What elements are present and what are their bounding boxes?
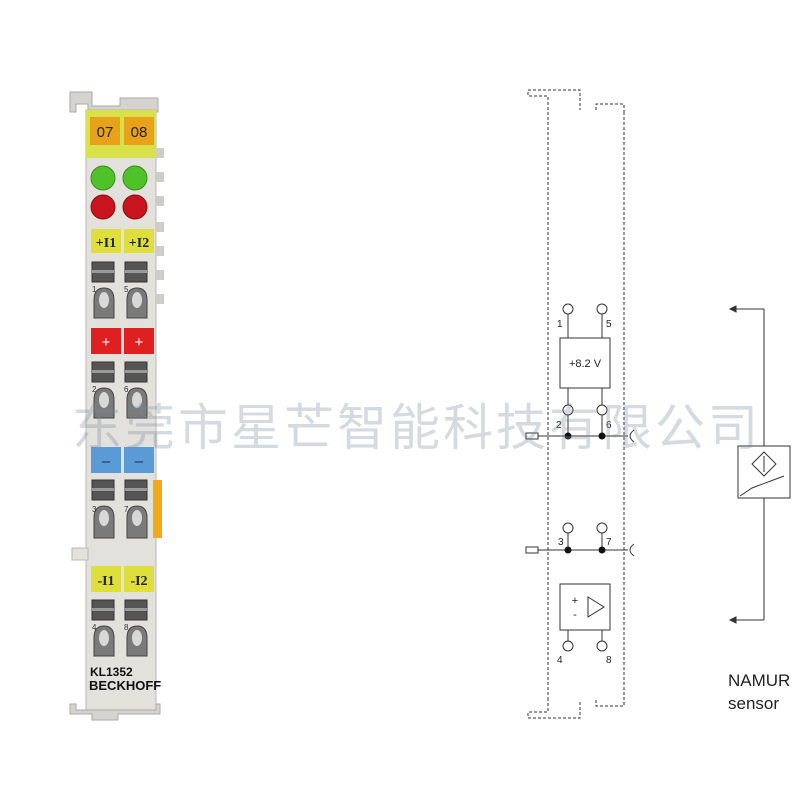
terminal-block-4-8 <box>91 599 148 657</box>
minus-label-2-text: – <box>135 453 144 470</box>
amplifier-box <box>559 583 611 631</box>
run-led-1 <box>90 165 116 191</box>
bus-stub-upper <box>525 432 539 440</box>
label-plus-i2-text: +I2 <box>129 236 149 251</box>
schematic-label-5: 5 <box>606 319 612 330</box>
plus-label-2 <box>124 328 154 354</box>
schematic-label-4: 4 <box>557 655 563 666</box>
terminal-number-6: 6 <box>124 385 129 394</box>
schematic-terminal-7 <box>596 522 608 534</box>
label-minus-i2 <box>124 566 154 592</box>
terminal-number-7: 7 <box>124 505 129 514</box>
schematic-label-8: 8 <box>606 655 612 666</box>
schematic-terminal-4 <box>562 640 574 652</box>
schematic-label-7: 7 <box>606 537 612 548</box>
label-plus-i1 <box>91 229 121 253</box>
label-plus-i1-text: +I1 <box>96 236 116 251</box>
channel-box-2 <box>124 117 154 145</box>
schematic-diagram <box>525 89 635 719</box>
side-notches <box>156 148 164 304</box>
sensor-label-line1: NAMUR <box>728 671 790 690</box>
terminal-block-2-6 <box>91 361 148 419</box>
supply-box <box>559 337 611 389</box>
bus-arc-upper <box>629 429 635 443</box>
supply-voltage-label: +8.2 V <box>569 358 602 370</box>
watermark: 东莞市星芒智能科技有限公司 <box>72 399 761 457</box>
amplifier-triangle <box>587 596 605 618</box>
model-label: KL1352 <box>90 665 133 679</box>
schematic-terminal-1 <box>562 303 574 315</box>
run-led-2 <box>122 165 148 191</box>
label-minus-i1 <box>91 566 121 592</box>
bus-stub-lower <box>525 546 539 554</box>
body-step <box>71 547 89 561</box>
bottom-rail-clip <box>69 703 161 721</box>
label-plus-i2 <box>124 229 154 253</box>
terminal-number-2: 2 <box>92 385 97 394</box>
amp-plus-label: + <box>572 595 578 607</box>
terminal-module: 07 08 +I1 +I2 1 5 + + <box>69 91 164 721</box>
channel-box-1 <box>90 117 120 145</box>
module-outline-dashed <box>527 89 625 719</box>
channel-number-2: 08 <box>131 124 148 141</box>
brand-label: BECKHOFF <box>89 678 161 693</box>
amp-minus-label: - <box>573 609 577 621</box>
terminal-number-8: 8 <box>124 623 129 632</box>
label-minus-i1-text: -I1 <box>97 574 114 589</box>
junction-dots <box>564 432 606 554</box>
error-led-1 <box>90 194 116 220</box>
schematic-terminal-5 <box>596 303 608 315</box>
bus-arc-lower <box>629 543 635 557</box>
sensor-diamond-icon <box>751 451 777 477</box>
terminal-number-5: 5 <box>124 285 129 294</box>
side-orange-strip <box>153 480 162 538</box>
schematic-label-1: 1 <box>557 319 563 330</box>
minus-label-2 <box>124 447 154 473</box>
schematic-terminal-8 <box>596 640 608 652</box>
channel-number-1: 07 <box>97 124 114 141</box>
terminal-number-3: 3 <box>92 505 97 514</box>
namur-sensor-diagram <box>728 305 791 624</box>
schematic-terminal-3 <box>562 522 574 534</box>
minus-label-1-text: – <box>102 453 111 470</box>
schematic-label-2: 2 <box>556 420 562 431</box>
schematic-label-3: 3 <box>558 537 564 548</box>
plus-label-2-text: + <box>135 334 144 351</box>
label-minus-i2-text: -I2 <box>130 574 147 589</box>
terminal-block-3-7 <box>91 479 148 539</box>
terminal-block-1-5 <box>91 261 148 319</box>
arrow-bottom-icon <box>728 616 737 624</box>
schematic-label-6: 6 <box>606 420 612 431</box>
arrow-top-icon <box>728 305 737 313</box>
sensor-label-line2: sensor <box>728 694 779 713</box>
error-led-2 <box>122 194 148 220</box>
terminal-number-1: 1 <box>92 285 97 294</box>
plus-label-1-text: + <box>102 334 111 351</box>
minus-label-1 <box>91 447 121 473</box>
sensor-curve <box>739 475 785 497</box>
terminal-number-4: 4 <box>92 623 97 632</box>
plus-label-1 <box>91 328 121 354</box>
